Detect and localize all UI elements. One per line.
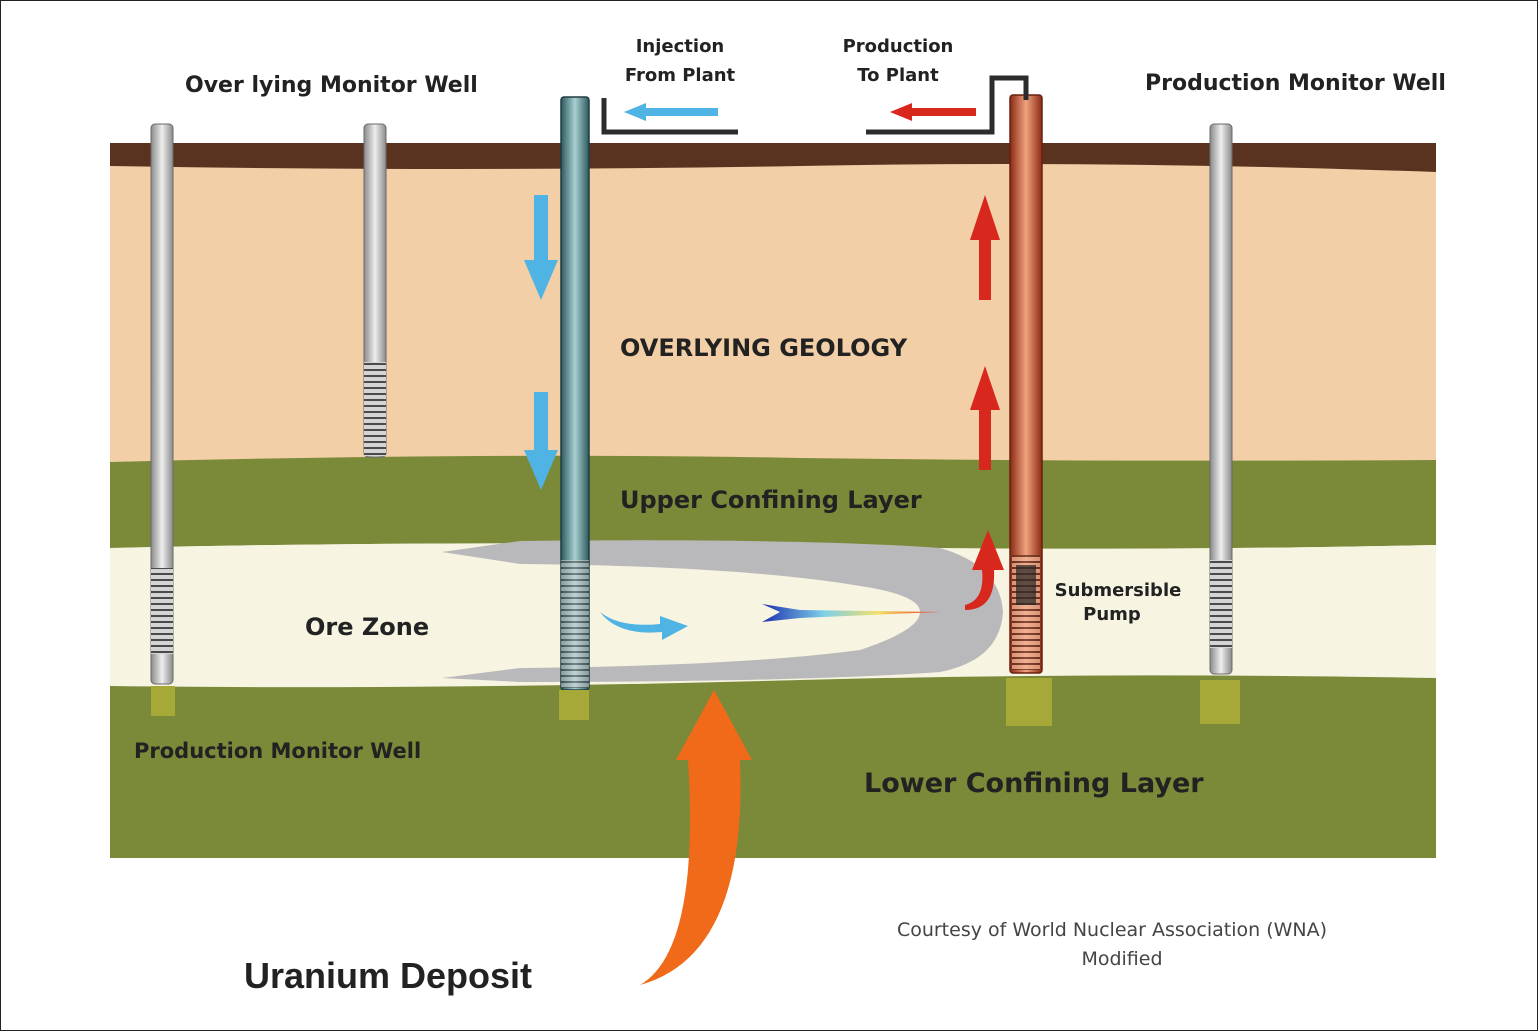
up-arrow-icon xyxy=(965,530,1004,610)
injection-pipe xyxy=(601,98,738,135)
down-arrow-icon xyxy=(524,392,558,490)
production-arrow-icon xyxy=(890,103,976,121)
ore-injection-flow-arrow-icon xyxy=(600,612,688,640)
production-pipe xyxy=(866,75,1029,135)
production-well xyxy=(1006,94,1052,726)
overlying-geology-layer xyxy=(110,158,1436,463)
lower-confining-layer-label: Lower Confining Layer xyxy=(864,768,1204,799)
overlying-monitor-well-2 xyxy=(363,123,387,458)
upper-confining-layer-label: Upper Confining Layer xyxy=(620,486,922,514)
topsoil-layer xyxy=(110,143,1436,172)
ore-zone-label: Ore Zone xyxy=(305,613,429,641)
overlying-geology-label: OVERLYING GEOLOGY xyxy=(620,334,908,362)
submersible-pump-icon xyxy=(1016,565,1036,605)
lower-confining-layer-band xyxy=(110,675,1436,858)
production-label-line2: To Plant xyxy=(857,65,939,86)
submersible-pump-label-line1: Submersible xyxy=(1055,580,1182,601)
injection-arrow-icon xyxy=(624,103,718,121)
courtesy-line1: Courtesy of World Nuclear Association (W… xyxy=(897,919,1327,941)
overlying-monitor-well-label: Over lying Monitor Well xyxy=(185,73,478,98)
production-monitor-well-bottom-label: Production Monitor Well xyxy=(134,739,421,763)
injection-label-line2: From Plant xyxy=(625,65,736,86)
overlying-monitor-well-1 xyxy=(150,123,175,716)
production-monitor-well xyxy=(1200,123,1240,724)
production-up-arrows xyxy=(965,195,1004,610)
down-arrow-icon xyxy=(524,195,558,300)
uranium-deposit-label: Uranium Deposit xyxy=(244,955,532,996)
injection-down-arrows xyxy=(524,195,558,490)
lixiviant-plume xyxy=(442,540,1003,682)
up-arrow-icon xyxy=(970,195,1000,300)
upper-confining-layer-band xyxy=(110,455,1436,549)
production-monitor-well-top-label: Production Monitor Well xyxy=(1145,71,1446,96)
ore-zone-layer xyxy=(110,543,1436,688)
ore-flow-gradient-arrow xyxy=(762,604,940,622)
courtesy-line2: Modified xyxy=(1081,948,1162,970)
injection-label-line1: Injection xyxy=(636,36,725,57)
submersible-pump-label-line2: Pump xyxy=(1083,604,1141,625)
injection-well xyxy=(559,96,590,720)
up-arrow-icon xyxy=(970,366,1000,470)
production-label-line1: Production xyxy=(843,36,954,57)
uranium-deposit-arrow-icon xyxy=(640,690,752,985)
